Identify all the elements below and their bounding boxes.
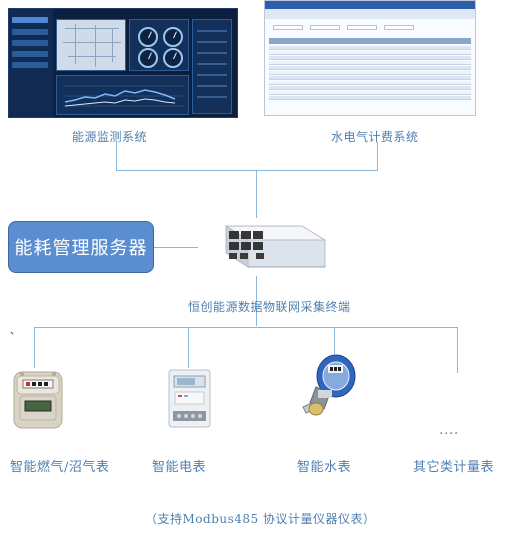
billing-system-label: 水电气计费系统 [331, 130, 419, 144]
trend-series-line [64, 89, 176, 103]
billing-filter-field [273, 25, 303, 30]
map-road [63, 42, 121, 43]
energy-monitoring-screenshot [8, 8, 238, 118]
billing-table-row [269, 71, 471, 75]
electric-meter-device [167, 368, 212, 429]
billing-table-row [269, 56, 471, 60]
billing-filter-field [310, 25, 340, 30]
line-right-vertical [377, 142, 378, 170]
gas-meter-device [12, 368, 64, 432]
dashboard-list-item [197, 63, 227, 65]
billing-toolbar [265, 9, 475, 19]
gas-meter-label: 智能燃气/沼气表 [10, 460, 110, 475]
dashboard-sidebar-item [12, 62, 48, 68]
dashboard-list-item [197, 52, 227, 54]
map-road [112, 28, 113, 62]
billing-system-screenshot [264, 0, 476, 116]
gauge-icon [138, 48, 158, 68]
billing-table-row [269, 61, 471, 65]
line-top-horizontal [116, 170, 378, 171]
line-drop-other [457, 327, 458, 373]
electric-meter-label: 智能电表 [152, 460, 207, 475]
gauge-icon [163, 27, 183, 47]
line-center-vertical-top [256, 170, 257, 218]
billing-table-header [269, 38, 471, 44]
dashboard-sidebar-item [12, 29, 48, 35]
energy-monitoring-label: 能源监测系统 [72, 130, 148, 144]
dashboard-list-item [197, 74, 227, 76]
stray-mark: 、 [10, 326, 20, 337]
dashboard-list-panel [192, 19, 232, 114]
dashboard-trend-panel [56, 75, 189, 115]
bottom-note: （支持Modbus485 协议计量仪器仪表） [145, 512, 376, 526]
water-meter-device [296, 351, 360, 428]
dashboard-trend-chart [63, 85, 184, 107]
billing-window-titlebar [265, 1, 475, 9]
billing-table-row [269, 46, 471, 50]
line-drop-gas [34, 327, 35, 368]
map-road [68, 56, 116, 57]
gauge-icon [138, 27, 158, 47]
line-drop-electric [188, 327, 189, 368]
line-left-vertical [116, 142, 117, 170]
line-server-link [154, 247, 198, 248]
billing-table-row [269, 76, 471, 80]
dashboard-list-item [197, 30, 227, 32]
water-meter-label: 智能水表 [297, 460, 352, 475]
dashboard-sidebar-item [12, 40, 48, 46]
ellipsis-icon: .... [439, 422, 459, 438]
electric-meter-icon [168, 369, 211, 428]
energy-server-box: 能耗管理服务器 [8, 221, 154, 273]
map-road [75, 24, 76, 64]
billing-table-row [269, 66, 471, 70]
map-road [65, 28, 119, 29]
gauge-icon [163, 48, 183, 68]
dashboard-list-item [197, 85, 227, 87]
billing-filter-field [347, 25, 377, 30]
other-meter-label: 其它类计量表 [413, 460, 495, 475]
map-road [95, 25, 96, 67]
gateway-label: 恒创能源数据物联网采集终端 [188, 300, 351, 314]
billing-table-row [269, 86, 471, 90]
trend-series-line-secondary [64, 98, 176, 107]
line-center-vertical-bottom [256, 276, 257, 326]
dashboard-map-panel [56, 19, 126, 71]
line-drop-water [334, 327, 335, 354]
billing-table-row [269, 51, 471, 55]
billing-filter-field [384, 25, 414, 30]
billing-table-row [269, 91, 471, 95]
dashboard-sidebar [9, 9, 53, 117]
gateway-device-icon [224, 225, 327, 268]
line-bottom-horizontal [34, 327, 458, 328]
dashboard-list-item [197, 96, 227, 98]
dashboard-gauges-panel [129, 19, 189, 71]
dashboard-sidebar-item [12, 51, 48, 57]
gas-meter-icon [13, 371, 63, 429]
gateway-device [198, 218, 330, 276]
billing-table-row [269, 81, 471, 85]
dashboard-list-item [197, 41, 227, 43]
water-meter-icon [302, 354, 356, 416]
billing-table-row [269, 96, 471, 100]
dashboard-sidebar-item [12, 17, 48, 23]
